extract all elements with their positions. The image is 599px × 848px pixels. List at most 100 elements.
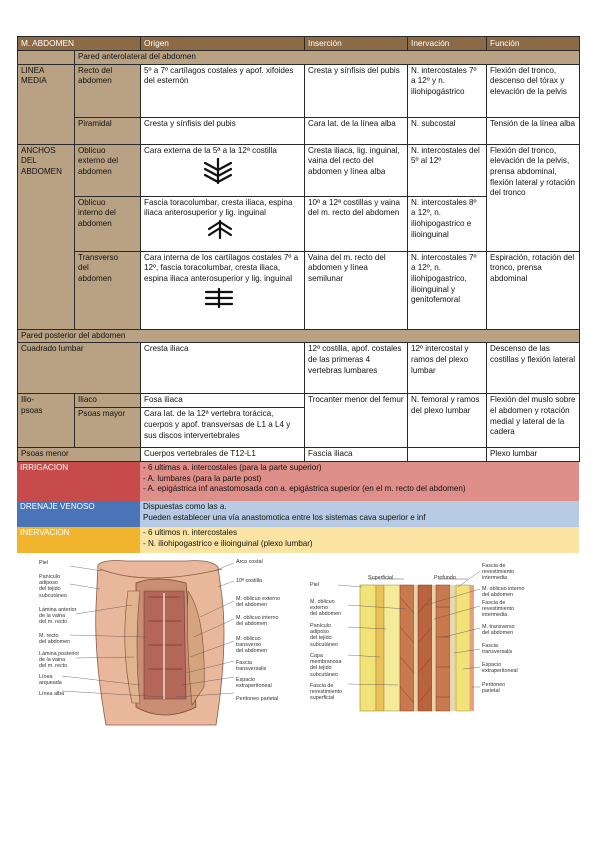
header-insercion: Inserción [304, 36, 409, 51]
irrigacion-line: - A. epigástrica inf anastomosada con a.… [143, 484, 466, 494]
section-row-posterior: Pared posterior del abdomen [16, 328, 581, 344]
summary-inervacion: INERVACION - 6 ultimos n. intercostales … [17, 526, 579, 553]
fig-left-label-right: 10ª costilla [236, 578, 262, 584]
fig-left-label: Línea alba [39, 691, 65, 697]
table-row-transverso: Transverso del abdomen Cara interna de l… [18, 250, 581, 330]
abdominal-wall-illustration: Piel Panículo adiposo del tejido subcutá… [36, 557, 298, 727]
table-row-oblicuo-externo: ANCHOS DEL ABDOMEN Oblicuo externo del a… [17, 143, 581, 330]
origen-transverso: Cara interna de los cartílagos costales … [140, 250, 306, 330]
inervacion-label: INERVACION [17, 526, 140, 553]
abdomen-muscle-table: M. ABDOMEN Origen Inserción Inervación F… [16, 36, 581, 462]
profundo-label: Profundo [434, 575, 456, 581]
irrigacion-label: IRRIGACION [17, 461, 140, 501]
blank-cell [17, 49, 75, 65]
origen-psoas-menor: Cuerpos vertebrales de T12-L1 [140, 447, 306, 462]
fig-right-label-right: Peritoneo parietal [482, 682, 506, 695]
insercion-cuadrado: 12ª costilla, apof. costales de las prim… [304, 342, 409, 395]
fig-left-label-right: M. oblicuo externo del abdomen [236, 596, 281, 609]
origen-oblicuo-interno-text: Fascia toracolumbar, cresta iliaca, espi… [144, 197, 293, 218]
insercion-recto: Cresta y sínfisis del pubis [304, 63, 409, 118]
irrigacion-content: - 6 ultimas a. intercostales (para la pa… [140, 461, 579, 501]
origen-recto: 5º a 7º cartílagos costales y apof. xifo… [140, 63, 306, 118]
table-row-oblicuo-interno: Oblicuo interno del abdomen Fascia torac… [18, 195, 580, 252]
origen-oblicuo-externo: Cara externa de la 5ª a la 12ª costilla [140, 143, 306, 197]
origen-transverso-text: Cara interna de los cartílagos costales … [144, 252, 299, 283]
fig-left-label: M. recto del abdomen [39, 633, 71, 646]
fig-right-label-right: Espacio extraperitoneal [482, 662, 518, 675]
inervacion-line: - N. iliohipogastrico e ilioinguinal (pl… [143, 538, 313, 548]
funcion-oblicuos: Flexión del tronco, elevación de la pelv… [486, 143, 581, 252]
insercion-piramidal: Cara lat. de la línea alba [304, 116, 409, 145]
header-inervacion: Inervación [407, 36, 488, 51]
inervacion-cuadrado: 12º intercostal y ramos del plexo lumbar [407, 342, 488, 395]
funcion-psoas-menor: Plexo lumbar [486, 447, 581, 462]
origen-iliaco: Fosa iliaca [140, 393, 306, 409]
origen-cuadrado: Cresta iliaca [140, 342, 306, 395]
header-funcion: Función [486, 36, 581, 51]
funcion-piramidal: Tensión de la línea alba [486, 116, 581, 145]
wall-layers-illustration: Superficial Profundo Piel M. oblicuo ext… [308, 557, 568, 727]
table-row-recto: LINEA MEDIA Recto del abdomen 5º a 7º ca… [17, 63, 581, 145]
group-anchos: ANCHOS DEL ABDOMEN [17, 143, 75, 330]
header-muscle: M. ABDOMEN [16, 36, 142, 51]
table-row-piramidal: Piramidal Cresta y sínfisis del pubis Ca… [18, 116, 581, 145]
fig-right-label-right: M. transverso del abdomen [482, 624, 515, 637]
table-row-psoas-mayor: Psoas mayor Cara lat. de la 12ª vertebra… [18, 407, 580, 449]
inervacion-psoas-menor [407, 447, 488, 462]
funcion-transverso: Espiración, rotación del tronco, prensa … [486, 250, 581, 330]
irrigacion-line: - A. lumbares (para la parte post) [143, 473, 262, 483]
layers-drawing [337, 570, 481, 712]
table-row-iliaco: Ilio- psoas Iliaco Fosa iliaca Trocanter… [17, 393, 581, 449]
insercion-oblicuo-externo: Cresta iliaca, lig. inguinal, vaina del … [304, 143, 409, 197]
table-row-cuadrado: Cuadrado lumbar Cresta iliaca 12ª costil… [16, 342, 581, 395]
insercion-oblicuo-interno: 10ª a 12ª costillas y vaina del m. recto… [304, 195, 409, 252]
drenaje-line: Dispuestas como las a. [143, 501, 227, 511]
fig-right-label-right: M. oblicuo interno del abdomen [482, 586, 525, 599]
muscle-recto: Recto del abdomen [73, 63, 142, 118]
inervacion-oblicuo-externo: N. intercostales del 5º al 12º [407, 143, 488, 197]
muscle-cuadrado: Cuadrado lumbar [16, 342, 142, 395]
muscle-oblicuo-externo: Oblicuo externo del abdomen [73, 143, 142, 197]
header-origen: Origen [140, 36, 306, 51]
insercion-iliopsoas: Trocanter menor del femur [304, 393, 409, 449]
insercion-transverso: Vaina del m. recto del abdomen y línea s… [304, 250, 409, 330]
irrigacion-line: - 6 ultimas a. intercostales (para la pa… [143, 462, 322, 472]
section-anterolateral: Pared anterolateral del abdomen [73, 49, 581, 65]
muscle-table-sheet: M. ABDOMEN Origen Inserción Inervación F… [16, 36, 581, 553]
fig-left-label: Lámina posterior de la vaina del m. rect… [39, 651, 80, 670]
insercion-psoas-menor: Fascia iliaca [304, 447, 409, 462]
fig-right-label-right: Fascia de revestimiento intermedia [482, 600, 515, 619]
fig-right-label-right: Fascia transversalis [482, 643, 513, 656]
funcion-recto: Flexión del tronco, descenso del tórax y… [486, 63, 581, 118]
oblique-fiber-icon [203, 158, 233, 185]
inervacion-content: - 6 ultimos n. intercostales - N. iliohi… [140, 526, 579, 553]
fig-left-label: Línea arqueada [39, 674, 62, 687]
section-posterior: Pared posterior del abdomen [16, 328, 581, 344]
fig-left-label-right: Peritoneo parietal [236, 696, 279, 702]
inervacion-transverso: N. intercostales 7º a 12º, n. iliohipoga… [407, 250, 488, 330]
group-iliopsoas: Ilio- psoas [17, 393, 75, 449]
section-row-anterolateral: Pared anterolateral del abdomen [17, 49, 581, 65]
inervacion-recto: N. intercostales 7º a 12º y n. iliohipog… [407, 63, 488, 118]
transverse-fiber-icon [204, 287, 234, 308]
fig-left-label-right: M. oblicuo transverso del abdomen [236, 636, 268, 655]
inervacion-piramidal: N. subcostal [407, 116, 488, 145]
fig-left-label-right: Fascia transversalis [236, 660, 267, 673]
fig-right-label: Panículo adiposo del tejido subcutáneo [310, 623, 338, 648]
fig-left-label: Piel [39, 560, 48, 566]
fig-left-label-right: Arco costal [236, 559, 263, 565]
fig-right-label: Fascia de revestimiento superficial [310, 683, 343, 702]
group-linea-media: LINEA MEDIA [17, 63, 75, 145]
inervacion-iliopsoas: N. femoral y ramos del plexo lumbar [407, 393, 488, 449]
fig-left-label: Panículo adiposo del tejido subcutáneo [39, 574, 67, 599]
origen-oblicuo-externo-text: Cara externa de la 5ª a la 12ª costilla [144, 145, 277, 155]
muscle-piramidal: Piramidal [73, 116, 142, 145]
drenaje-label: DRENAJE VENOSO [17, 500, 140, 527]
muscle-psoas-mayor: Psoas mayor [73, 407, 142, 449]
fig-left-label: Lámina anterior de la vaina del m. recto [39, 607, 77, 626]
fig-right-label: Capa membranosa del tejido subcutáneo [310, 653, 342, 678]
muscle-transverso: Transverso del abdomen [73, 250, 142, 330]
fig-right-label-right: Fascia de revestimiento intermedia [482, 563, 515, 582]
inervacion-oblicuo-interno: N. intercostales 8º a 12º, n. iliohipoga… [407, 195, 488, 252]
summary-table: IRRIGACION - 6 ultimas a. intercostales … [17, 461, 579, 553]
